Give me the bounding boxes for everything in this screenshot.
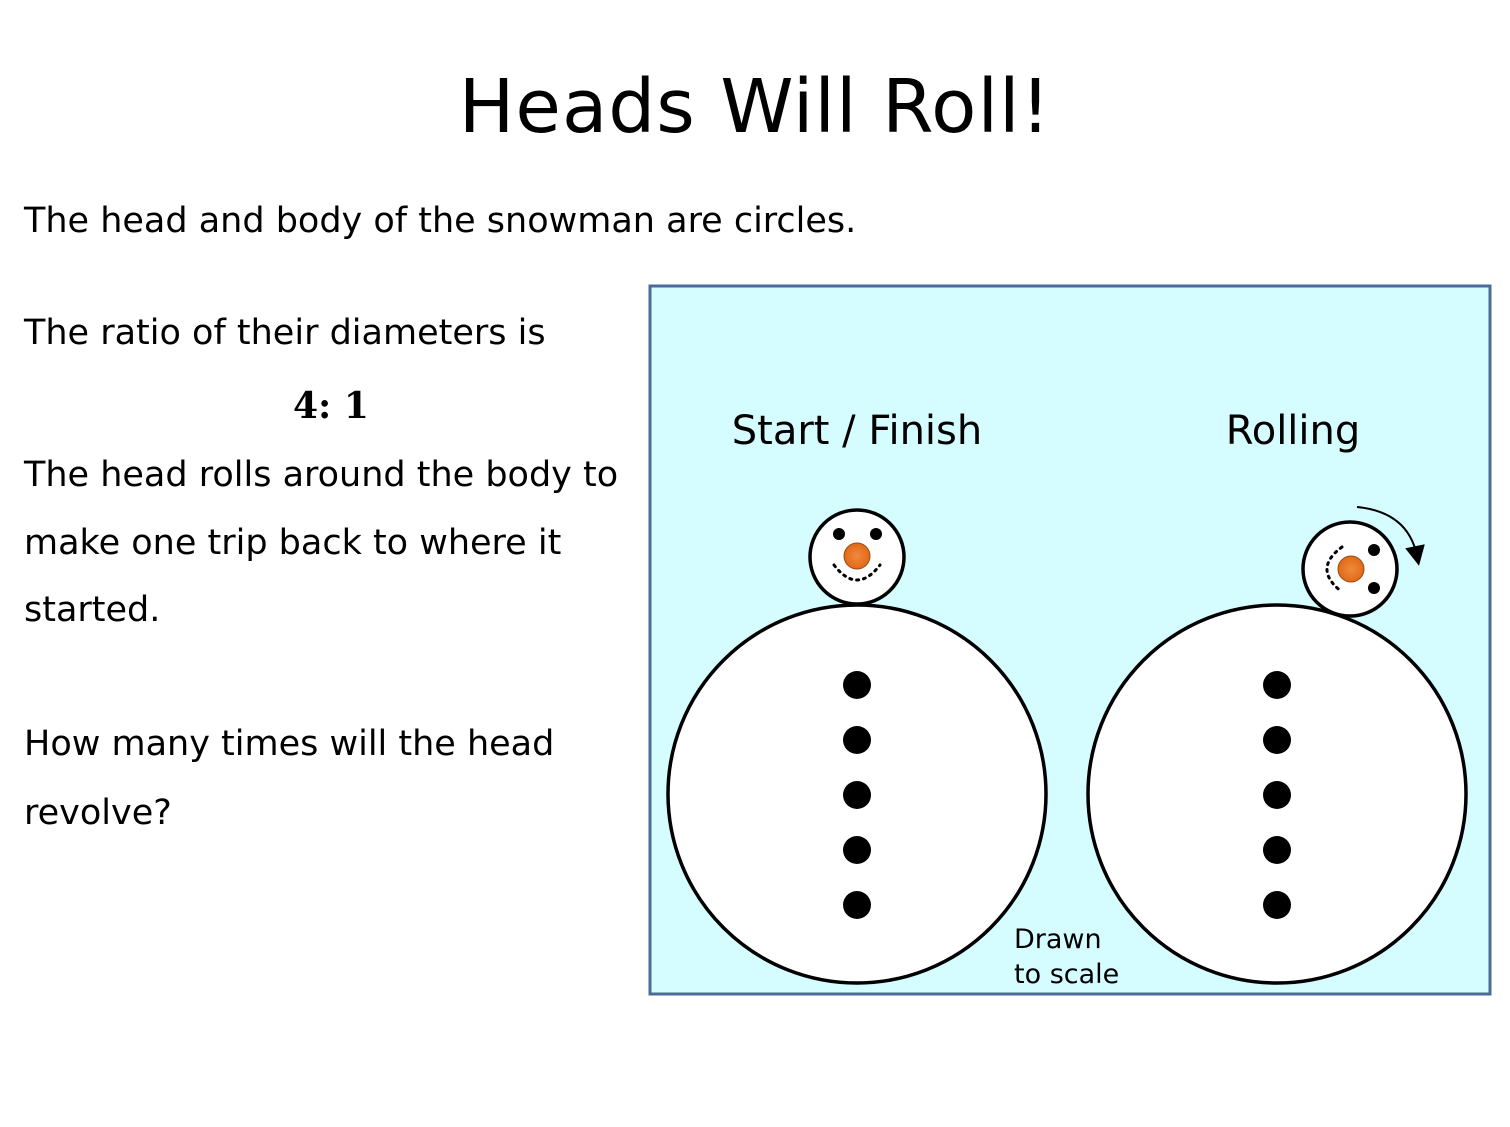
ratio-intro-text: The ratio of their diameters is [24, 313, 546, 353]
body-button [1263, 671, 1291, 699]
rotation-arrow-icon [1356, 506, 1425, 566]
slide-title: Heads Will Roll! [458, 64, 1052, 150]
body-button [1263, 726, 1291, 754]
body-button [843, 891, 871, 919]
body-button [843, 781, 871, 809]
body-button [1263, 781, 1291, 809]
ratio-value: 4: 1 [293, 385, 369, 427]
smile [832, 563, 882, 582]
snowman-rolling [1086, 506, 1468, 985]
scale-note-line-1: Drawn [1014, 924, 1102, 955]
question-line-2: revolve? [24, 793, 172, 833]
question-line-1: How many times will the head [24, 724, 555, 764]
carrot-nose [843, 542, 871, 570]
carrot-nose [1337, 555, 1365, 583]
intro-text: The head and body of the snowman are cir… [24, 201, 857, 241]
body-button [1263, 891, 1291, 919]
smile [1325, 545, 1344, 594]
label-start-finish: Start / Finish [732, 408, 983, 454]
rolls-text-line-2: make one trip back to where it [24, 523, 562, 563]
eye [1368, 582, 1380, 594]
scale-note-line-2: to scale [1014, 959, 1119, 990]
eye [870, 528, 882, 540]
body-button [843, 836, 871, 864]
label-rolling: Rolling [1226, 408, 1361, 454]
rolls-text-line-3: started. [24, 590, 161, 630]
eye [1368, 544, 1380, 556]
rolls-text-line-1: The head rolls around the body to [24, 455, 619, 495]
snowman-diagram: Start / Finish Rolling Drawn to scale [648, 284, 1492, 996]
snowman-start [666, 508, 1048, 985]
body-button [843, 726, 871, 754]
body-button [1263, 836, 1291, 864]
body-button [843, 671, 871, 699]
eye [833, 528, 845, 540]
